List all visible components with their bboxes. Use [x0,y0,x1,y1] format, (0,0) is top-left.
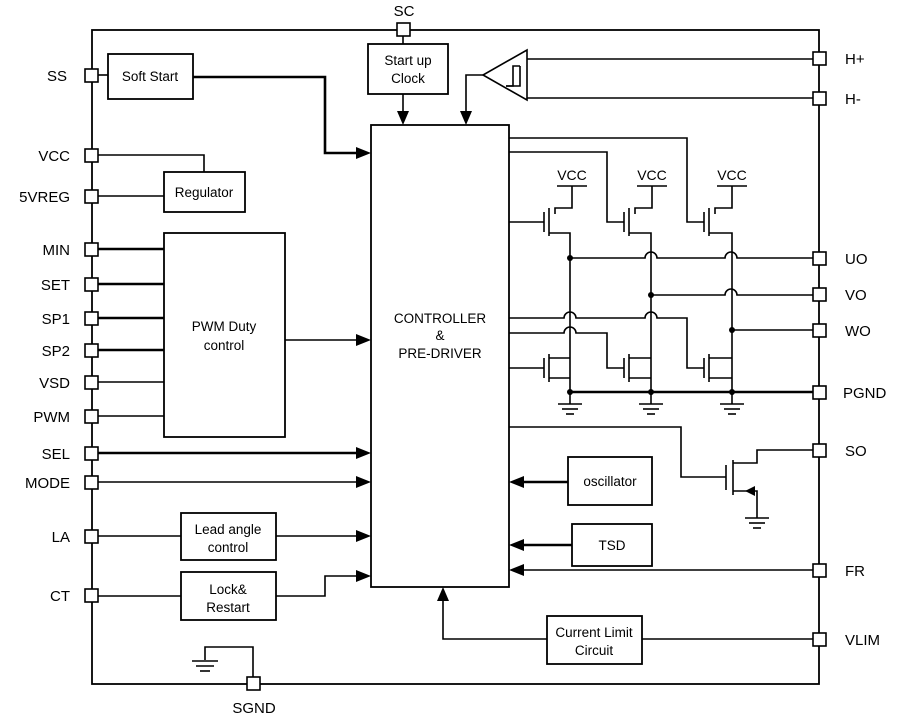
controller-label-1: CONTROLLER [394,311,487,326]
pwm-duty-label-1: PWM Duty [192,319,257,334]
pin-sgnd-label: SGND [232,700,276,717]
pwm-duty-block [163,232,286,438]
pin-hminus-pad [812,91,827,106]
left-wiring [98,36,409,677]
pin-hplus-pad [812,51,827,66]
pin-5vreg-pad [84,189,99,204]
pin-sgnd-pad [246,676,261,691]
regulator-block [163,171,246,213]
output-stage: VCC VCC VCC [509,137,813,415]
pin-hplus-label: H+ [845,51,865,68]
pin-5vreg-label: 5VREG [19,189,70,206]
pin-vsd-label: VSD [39,375,70,392]
startup-clock-block [367,43,449,95]
lock-restart-label-1: Lock& [209,582,247,597]
pin-fr-pad [812,563,827,578]
pin-min-pad [84,242,99,257]
startup-clock-label-1: Start up [384,53,431,68]
oscillator-label: oscillator [583,474,637,489]
pin-vlim-label: VLIM [845,632,880,649]
current-limit-label-2: Circuit [575,643,614,658]
controller-label-2: & [435,328,444,343]
pin-uo-label: UO [845,251,868,268]
pin-mode-pad [84,475,99,490]
pin-set-pad [84,277,99,292]
pin-min-label: MIN [43,242,71,259]
pin-pwm-label: PWM [33,409,70,426]
pin-vsd-pad [84,375,99,390]
lead-angle-label-1: Lead angle [195,522,262,537]
hall-comparator [460,48,813,125]
pin-uo-pad [812,251,827,266]
lock-restart-label-2: Restart [206,600,250,615]
pin-sp1-label: SP1 [42,311,70,328]
pin-sel-pad [84,446,99,461]
pin-ss-pad [84,68,99,83]
controller-block [370,124,510,588]
pin-sc-label: SC [394,3,415,20]
tsd-label: TSD [599,538,626,553]
startup-clock-label-2: Clock [391,71,425,86]
pin-vlim-pad [812,632,827,647]
vcc-w-label: VCC [717,167,747,183]
pin-ss-label: SS [47,68,67,85]
pin-vcc-pad [84,148,99,163]
pin-vo-pad [812,287,827,302]
pin-fr-label: FR [845,563,865,580]
pin-wo-label: WO [845,323,871,340]
pin-ct-pad [84,588,99,603]
pin-vcc-label: VCC [38,148,70,165]
soft-start-block [107,53,194,100]
controller-label-3: PRE-DRIVER [398,346,482,361]
pin-pgnd-pad [812,385,827,400]
pin-sp2-pad [84,343,99,358]
pin-vo-label: VO [845,287,867,304]
pin-sc-pad [396,22,411,37]
vcc-v-label: VCC [637,167,667,183]
pin-wo-pad [812,323,827,338]
pin-sel-label: SEL [42,446,70,463]
current-limit-block [546,615,643,665]
pin-sp1-pad [84,311,99,326]
pin-pgnd-label: PGND [843,385,887,402]
pwm-duty-label-2: control [204,338,245,353]
pin-so-label: SO [845,443,867,460]
pin-hminus-label: H- [845,91,861,108]
so-output-fet [509,426,813,529]
pin-set-label: SET [41,277,70,294]
pin-la-label: LA [52,529,70,546]
lead-angle-label-2: control [208,540,249,555]
current-limit-label-1: Current Limit [555,625,633,640]
pin-sp2-label: SP2 [42,343,70,360]
vcc-u-label: VCC [557,167,587,183]
right-inputs [437,476,813,640]
pin-ct-label: CT [50,588,70,605]
soft-start-label: Soft Start [122,69,179,84]
pin-so-pad [812,443,827,458]
pin-mode-label: MODE [25,475,70,492]
regulator-label: Regulator [175,185,234,200]
pin-la-pad [84,529,99,544]
pin-pwm-pad [84,409,99,424]
